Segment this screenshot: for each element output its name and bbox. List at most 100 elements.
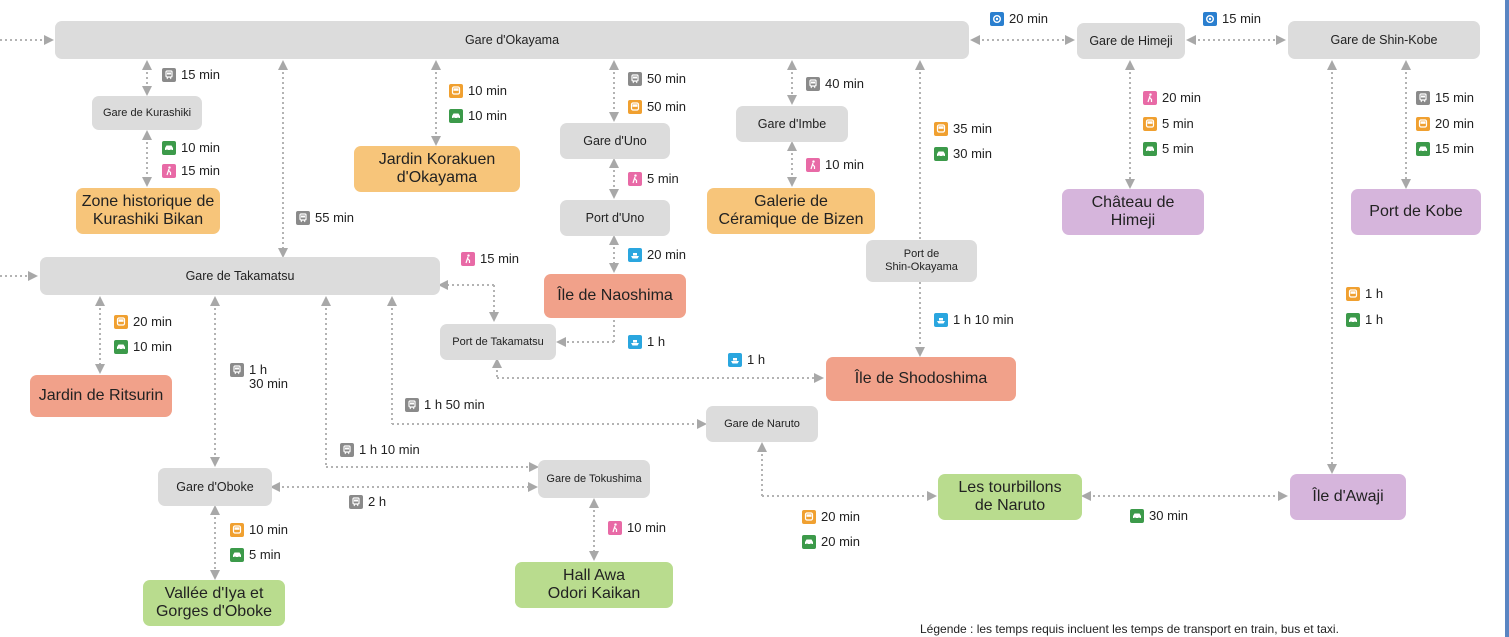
travel-time-label: 20 min <box>821 509 861 524</box>
travel-time-label: 1 h 10 min <box>953 312 1014 327</box>
travel-time-sho-takport: 1 h <box>728 352 766 367</box>
travel-time-label: 10 min <box>468 83 508 98</box>
travel-time-ok-shinok-taxi: 30 min <box>934 146 992 161</box>
walk-icon <box>608 521 622 535</box>
bus-icon <box>1416 117 1430 131</box>
travel-time-label: 30 min <box>1149 508 1189 523</box>
node-korakuen-garden: Jardin Korakuen d'Okayama <box>354 146 520 192</box>
travel-time-obo-iya-bus: 10 min <box>230 522 289 537</box>
travel-time-tak-rit-taxi: 10 min <box>114 339 173 354</box>
travel-time-ok-kur: 15 min <box>162 67 220 82</box>
travel-time-label: 20 min <box>647 247 687 262</box>
taxi-icon <box>1130 509 1144 523</box>
node-shinokayama-port: Port de Shin-Okayama <box>866 240 977 282</box>
walk-icon <box>628 172 642 186</box>
node-naoshima-island: Île de Naoshima <box>544 274 686 318</box>
travel-time-kob-port-bus: 20 min <box>1416 116 1475 131</box>
travel-time-nar-whirl-taxi: 20 min <box>802 534 861 549</box>
bus-icon <box>449 84 463 98</box>
travel-time-label: 5 min <box>249 547 281 562</box>
node-himeji-station: Gare de Himeji <box>1077 23 1185 59</box>
travel-time-label: 1 h <box>1365 312 1384 327</box>
travel-time-nao-takport: 1 h <box>628 334 666 349</box>
travel-time-label: 1 h <box>747 352 766 367</box>
taxi-icon <box>114 340 128 354</box>
travel-time-label: 5 min <box>1162 116 1194 131</box>
travel-time-label: 15 min <box>1435 141 1475 156</box>
travel-time-kob-port-taxi: 15 min <box>1416 141 1475 156</box>
node-himeji-castle: Château de Himeji <box>1062 189 1204 235</box>
node-iya-valley: Vallée d'Iya et Gorges d'Oboke <box>143 580 285 626</box>
travel-time-label: 50 min <box>647 99 687 114</box>
travel-time-label: 20 min <box>821 534 861 549</box>
travel-time-ok-imbe: 40 min <box>806 76 864 91</box>
train-icon <box>162 68 176 82</box>
bus-icon <box>114 315 128 329</box>
travel-time-label: 10 min <box>825 157 865 172</box>
taxi-icon <box>1346 313 1360 327</box>
travel-time-label: 15 min <box>181 163 221 178</box>
travel-time-uno-nao: 20 min <box>628 247 687 262</box>
node-okayama-station: Gare d'Okayama <box>55 21 969 59</box>
taxi-icon <box>230 548 244 562</box>
bus-icon <box>628 100 642 114</box>
bus-icon <box>802 510 816 524</box>
walk-icon <box>162 164 176 178</box>
node-kurashiki-station: Gare de Kurashiki <box>92 96 202 130</box>
bus-icon <box>230 523 244 537</box>
walk-icon <box>461 252 475 266</box>
travel-time-ok-kor-taxi: 10 min <box>449 108 508 123</box>
travel-time-ok-uno-train: 50 min <box>628 71 687 86</box>
plane-icon <box>1203 12 1217 26</box>
travel-time-label: 1 h 10 min <box>359 442 420 457</box>
travel-time-kob-awaji-taxi: 1 h <box>1346 312 1384 327</box>
frame-border <box>1505 0 1509 637</box>
travel-time-label: 10 min <box>249 522 289 537</box>
train-icon <box>340 443 354 457</box>
node-kobe-port: Port de Kobe <box>1351 189 1481 235</box>
node-naruto-station: Gare de Naruto <box>706 406 818 442</box>
travel-time-label: 55 min <box>315 210 355 225</box>
ferry-icon <box>628 248 642 262</box>
node-imbe-station: Gare d'Imbe <box>736 106 848 142</box>
travel-time-ok-uno-bus: 50 min <box>628 99 687 114</box>
ferry-icon <box>934 313 948 327</box>
walk-icon <box>1143 91 1157 105</box>
node-shodoshima-island: Île de Shodoshima <box>826 357 1016 401</box>
bus-icon <box>1143 117 1157 131</box>
travel-time-label: 20 min <box>1435 116 1475 131</box>
bus-icon <box>934 122 948 136</box>
node-oboke-station: Gare d'Oboke <box>158 468 272 506</box>
travel-time-him-cas-taxi: 5 min <box>1143 141 1194 156</box>
taxi-icon <box>1143 142 1157 156</box>
travel-time-ok-him: 20 min <box>990 11 1048 26</box>
travel-time-label: 20 min <box>1162 90 1202 105</box>
travel-time-label: 50 min <box>647 71 687 86</box>
travel-time-label: 2 h <box>368 494 387 509</box>
train-icon <box>349 495 363 509</box>
node-bizen-gallery: Galerie de Céramique de Bizen <box>707 188 875 234</box>
travel-time-obo-tok: 2 h <box>349 494 387 509</box>
travel-time-kur-zone-taxi: 10 min <box>162 140 221 155</box>
node-takamatsu-station: Gare de Takamatsu <box>40 257 440 295</box>
train-icon <box>296 211 310 225</box>
node-kurashiki-historic-zone: Zone historique de Kurashiki Bikan <box>76 188 220 234</box>
bus-icon <box>1346 287 1360 301</box>
travel-time-tok-awa: 10 min <box>608 520 666 535</box>
travel-time-kur-zone-walk: 15 min <box>162 163 221 178</box>
travel-time-tak-port: 15 min <box>461 251 520 266</box>
travel-time-label: 1 h <box>647 334 666 349</box>
travel-time-label: 1 h <box>1365 286 1384 301</box>
travel-time-him-cas-walk: 20 min <box>1143 90 1202 105</box>
train-icon <box>1416 91 1430 105</box>
travel-time-label: 15 min <box>480 251 520 266</box>
node-naruto-whirlpools: Les tourbillons de Naruto <box>938 474 1082 520</box>
travel-time-label: 10 min <box>133 339 173 354</box>
travel-time-label: 35 min <box>953 121 993 136</box>
travel-time-shinok-sho: 1 h 10 min <box>934 312 1014 327</box>
travel-time-label: 10 min <box>181 140 221 155</box>
train-icon <box>230 363 244 377</box>
travel-time-label: 10 min <box>468 108 508 123</box>
node-uno-port: Port d'Uno <box>560 200 670 236</box>
